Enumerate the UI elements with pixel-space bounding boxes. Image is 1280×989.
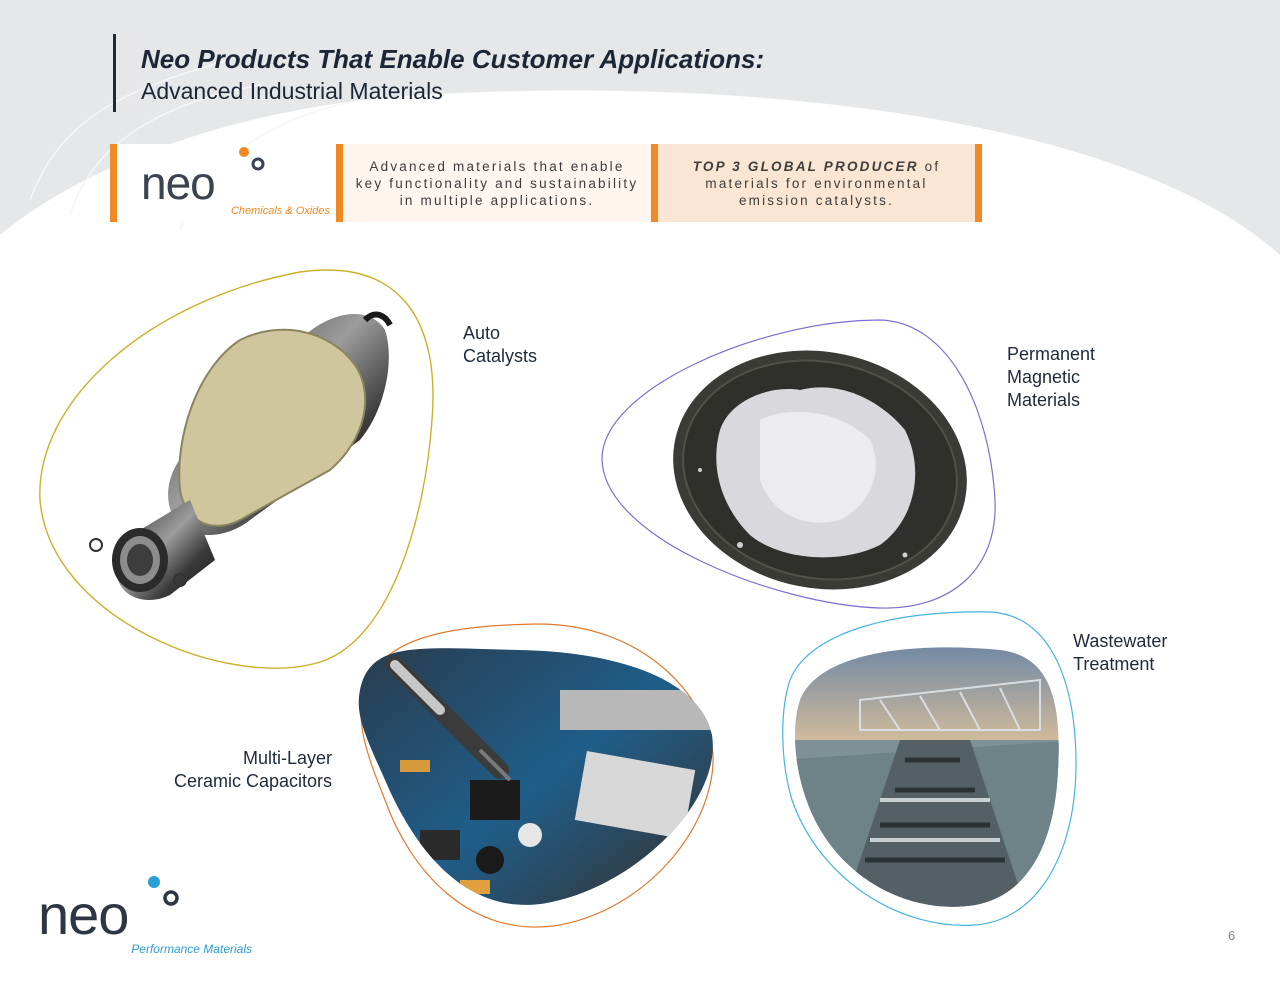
strip-bar-right (975, 144, 982, 222)
neo-chemicals-logo: neo Chemicals & Oxides (117, 144, 345, 222)
strip-panel-producer: TOP 3 GLOBAL PRODUCER of materials for e… (658, 144, 975, 222)
logo-wordmark: neo (141, 157, 215, 209)
label-line: Materials (1007, 390, 1081, 410)
water-ring (782, 611, 1077, 926)
panel1-line: in multiple applications. (399, 192, 595, 208)
water-treatment-plant-photo (782, 611, 1077, 926)
mlcc-ring (360, 623, 714, 928)
page-subtitle: Advanced Industrial Materials (141, 78, 443, 104)
footer-logo-tagline: Performance Materials (131, 942, 252, 956)
label-line: Multi-Layer (242, 748, 332, 768)
label-wastewater: Wastewater Treatment (1073, 630, 1167, 676)
catalytic-converter-photo (39, 269, 434, 669)
label-line: Wastewater (1073, 631, 1168, 651)
label-line: Treatment (1073, 654, 1155, 674)
strip-bar-3 (651, 144, 658, 222)
label-line: Auto (463, 323, 501, 343)
circuit-board-soldering-photo (358, 623, 714, 928)
panel2-line1-rest: of (918, 158, 941, 174)
strip-panel-description: Advanced materials that enable key funct… (343, 144, 651, 222)
neo-performance-logo: neo Performance Materials (38, 876, 252, 956)
label-line: Permanent (1007, 344, 1096, 364)
strip-bar-2 (336, 144, 343, 222)
brand-strip: neo Chemicals & Oxides Advanced material… (110, 144, 983, 222)
producer-highlight: TOP 3 GLOBAL PRODUCER (692, 158, 919, 174)
panel1-line: Advanced materials that enable (369, 158, 625, 174)
panel2-line: materials for environmental (705, 175, 928, 191)
label-line: Ceramic Capacitors (173, 771, 332, 791)
page-number: 6 (1228, 928, 1236, 943)
label-mlcc: Multi-Layer Ceramic Capacitors (166, 747, 332, 793)
label-line: Catalysts (463, 346, 538, 366)
logo-tagline: Chemicals & Oxides (231, 205, 331, 217)
panel2-line: TOP 3 GLOBAL PRODUCER of (693, 158, 941, 175)
strip-bar-left (110, 144, 117, 222)
neo-logo-icon: neo Chemicals & Oxides (141, 147, 331, 217)
panel1-line: key functionality and sustainability (355, 175, 639, 191)
label-permanent-magnetic: Permanent Magnetic Materials (1007, 343, 1095, 412)
title-accent-bar (113, 34, 116, 112)
powder-dish-photo (601, 319, 996, 609)
magnetic-ring (601, 319, 996, 609)
page-title: Neo Products That Enable Customer Applic… (141, 44, 765, 74)
panel2-line: emission catalysts. (738, 192, 895, 208)
footer-logo-wordmark: neo (38, 883, 128, 946)
label-line: Magnetic (1007, 367, 1081, 387)
auto-ring (39, 269, 434, 669)
label-auto-catalysts: Auto Catalysts (463, 322, 537, 368)
